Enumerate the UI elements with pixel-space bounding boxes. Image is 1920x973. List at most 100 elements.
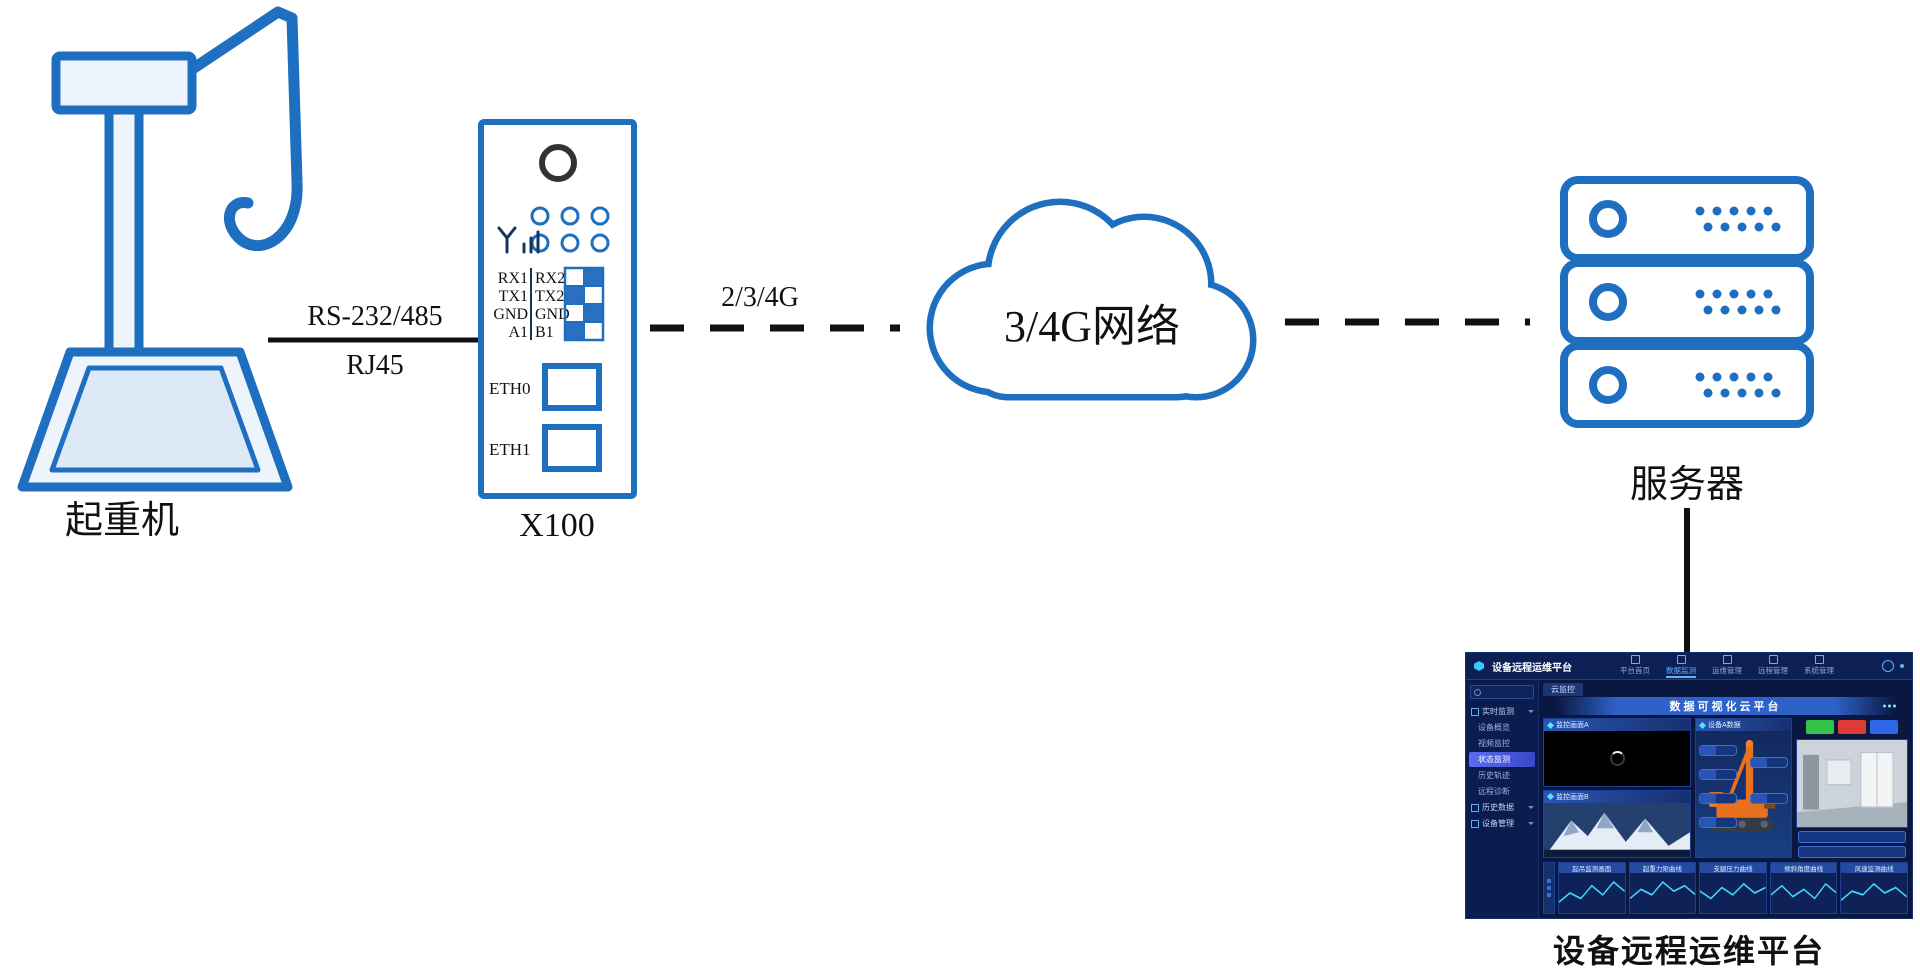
sidebar-search-input[interactable] (1470, 685, 1534, 699)
tab-cloud-monitor[interactable]: 云监控 (1543, 683, 1583, 696)
terminal-label: RX2 (535, 270, 565, 287)
banner-dots-icon (1883, 704, 1896, 708)
top-nav: 平台首页 数据监测 运维管理 远程管理 系统管理 (1580, 654, 1874, 678)
panel-title: 设备A数据 (1708, 722, 1741, 729)
sidebar-item-label: 设备概览 (1478, 723, 1510, 732)
status-legend (1796, 718, 1908, 736)
panel-title: 监控画面B (1556, 793, 1589, 801)
x100-gateway: RX1 TX1 GND A1 RX2 TX2 GND B1 ETH0 (478, 119, 637, 499)
gear-section-icon (1471, 819, 1479, 828)
terminal-block (563, 266, 605, 342)
crane-mast (104, 103, 144, 361)
sidebar-item-label: 历史数据 (1482, 803, 1514, 812)
eth1-label: ETH1 (489, 440, 531, 459)
terminal-label: GND (493, 306, 528, 323)
data-tag (1750, 793, 1788, 804)
crane-top-block (51, 51, 197, 115)
link-label-rs232-485: RS-232/485 (307, 301, 442, 332)
sidebar-item-overview[interactable]: 设备概览 (1466, 720, 1538, 735)
nav-item-home[interactable]: 平台首页 (1620, 654, 1650, 678)
bottom-panel-title: 倾斜角度曲线 (1770, 863, 1837, 873)
bottom-panel-title: 支腿压力曲线 (1700, 863, 1766, 873)
monitor-section-icon (1471, 707, 1479, 716)
nav-label: 系统管理 (1804, 665, 1834, 675)
crane-label: 起重机 (65, 500, 179, 542)
bottom-panel-chart (1629, 873, 1696, 913)
bottom-panel-chart (1700, 873, 1766, 913)
video-feed-a (1544, 731, 1690, 786)
nav-label: 运维管理 (1712, 665, 1742, 675)
platform-logo-icon (1474, 661, 1484, 671)
dashboard-main: 云监控 数据可视化云平台 监控画面A (1539, 680, 1912, 918)
sidebar-item-realtime[interactable]: 实时监测 (1466, 704, 1538, 719)
status-blue (1870, 720, 1898, 734)
dashboard-topbar: 设备远程运维平台 平台首页 数据监测 运维管理 远程管理 (1466, 653, 1912, 680)
bottom-panel-title: 起重力矩曲线 (1629, 863, 1696, 873)
status-red (1838, 720, 1866, 734)
terminal-label: TX2 (535, 288, 564, 305)
bottom-panel-4: 倾斜角度曲线 (1769, 862, 1838, 914)
data-tag (1699, 793, 1737, 804)
video-panel-b: 监控画面B (1543, 789, 1691, 858)
avatar[interactable] (1882, 660, 1894, 672)
data-tag (1699, 745, 1737, 756)
content-grid: 监控画面A 监控画面B (1543, 718, 1908, 858)
nav-item-monitoring[interactable]: 数据监测 (1666, 654, 1696, 678)
sidebar-item-label: 历史轨迹 (1478, 771, 1510, 780)
eth0-port (542, 363, 602, 411)
device-label: X100 (519, 507, 595, 544)
bottom-panel-3: 支腿压力曲线 (1699, 862, 1767, 914)
terminal-label: GND (535, 306, 570, 323)
video-panel-a-header: 监控画面A (1544, 719, 1690, 731)
sidebar: 实时监测 设备概览 视频监控 状态监测 历史轨迹 远程诊断 (1466, 680, 1539, 918)
server-power-lights (1589, 200, 1627, 404)
diamond-icon (1546, 792, 1555, 801)
chevron-down-icon (1528, 806, 1534, 809)
eth0-label: ETH0 (489, 379, 531, 398)
panel-title: 监控画面A (1556, 722, 1589, 729)
chevron-down-icon (1528, 710, 1534, 713)
eth1-port (542, 424, 602, 472)
search-icon (1474, 688, 1481, 696)
database-section-icon (1471, 803, 1479, 812)
notification-dot-icon[interactable] (1900, 664, 1904, 668)
wrench-icon (1722, 654, 1732, 664)
panel-list-strip[interactable] (1543, 862, 1555, 914)
signal-strength-icon (497, 226, 540, 254)
terminal-label: A1 (508, 324, 528, 341)
sidebar-item-label: 远程诊断 (1478, 787, 1510, 796)
nav-item-remote[interactable]: 远程管理 (1758, 654, 1788, 678)
monitor-icon (1676, 654, 1686, 664)
bottom-panel-2: 起重力矩曲线 (1628, 862, 1697, 914)
led-indicators (530, 206, 610, 253)
sidebar-item-status[interactable]: 状态监测 (1469, 752, 1535, 767)
sidebar-item-remote-diagnosis[interactable]: 远程诊断 (1466, 784, 1538, 799)
bottom-panel-title: 起吊监测画面 (1559, 863, 1625, 873)
platform-screenshot: 设备远程运维平台 平台首页 数据监测 运维管理 远程管理 (1465, 652, 1913, 919)
terminal-label: RX1 (498, 270, 528, 287)
video-panel-b-header: 监控画面B (1544, 790, 1690, 803)
sidebar-item-video[interactable]: 视频监控 (1466, 736, 1538, 751)
cloud-label: 3/4G网络 (1004, 302, 1180, 351)
crane-base-inner (49, 365, 261, 473)
diamond-icon (1546, 721, 1555, 729)
room-image (1797, 740, 1907, 827)
nav-item-operations[interactable]: 运维管理 (1712, 654, 1742, 678)
loading-spinner-icon (1609, 750, 1625, 766)
cloud-3-4g-network: 3/4G网络 (926, 198, 1257, 401)
nav-item-system[interactable]: 系统管理 (1804, 654, 1834, 678)
home-icon (1630, 654, 1640, 664)
sidebar-item-device-mgmt[interactable]: 设备管理 (1466, 816, 1538, 831)
bottom-panel-chart (1770, 873, 1837, 913)
device-data-panel: 设备A数据 (1695, 718, 1792, 858)
sidebar-item-history-data[interactable]: 历史数据 (1466, 800, 1538, 815)
device-data-header: 设备A数据 (1696, 719, 1791, 731)
mountain-image (1544, 802, 1690, 857)
sidebar-item-label: 视频监控 (1478, 739, 1510, 748)
bottom-panel-title: 风速监测曲线 (1841, 863, 1907, 873)
gear-icon (1814, 654, 1824, 664)
banner: 数据可视化云平台 (1555, 697, 1896, 715)
data-tag (1798, 831, 1906, 843)
sidebar-item-history-track[interactable]: 历史轨迹 (1466, 768, 1538, 783)
